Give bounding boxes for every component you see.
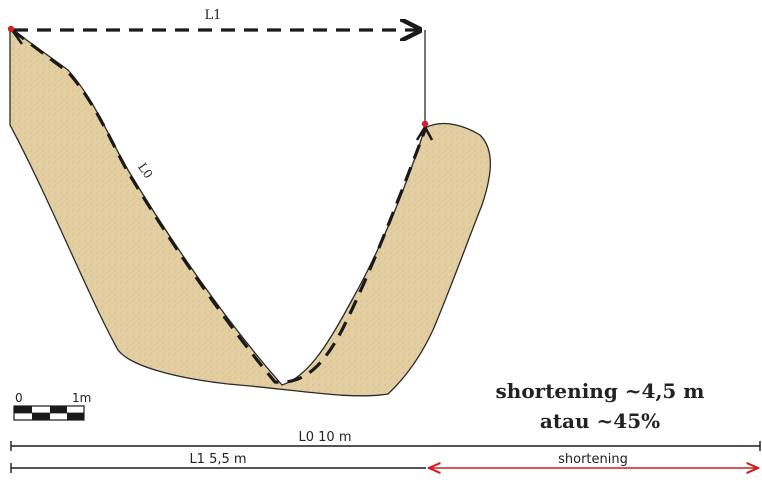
l0-measure-bar xyxy=(10,441,761,451)
scale-zero-label: 0 xyxy=(15,391,23,405)
l0-measure-label: L0 10 m xyxy=(299,430,352,445)
l0-label: L0 xyxy=(135,160,155,181)
end-point xyxy=(421,120,429,128)
l0-dashed-line xyxy=(11,28,427,384)
scale-bar xyxy=(13,405,85,421)
shortening-summary: shortening ~4,5 m xyxy=(496,379,705,403)
l1-measure-label: L1 5,5 m xyxy=(189,452,246,467)
scale-one-label: 1m xyxy=(72,391,91,405)
shortening-bar-label: shortening xyxy=(558,452,628,467)
percent-summary: atau ~45% xyxy=(540,409,660,433)
l1-label: L1 xyxy=(205,8,222,23)
fold-layer xyxy=(9,26,491,397)
start-point xyxy=(7,25,15,33)
l1-measure-bar xyxy=(10,463,426,473)
